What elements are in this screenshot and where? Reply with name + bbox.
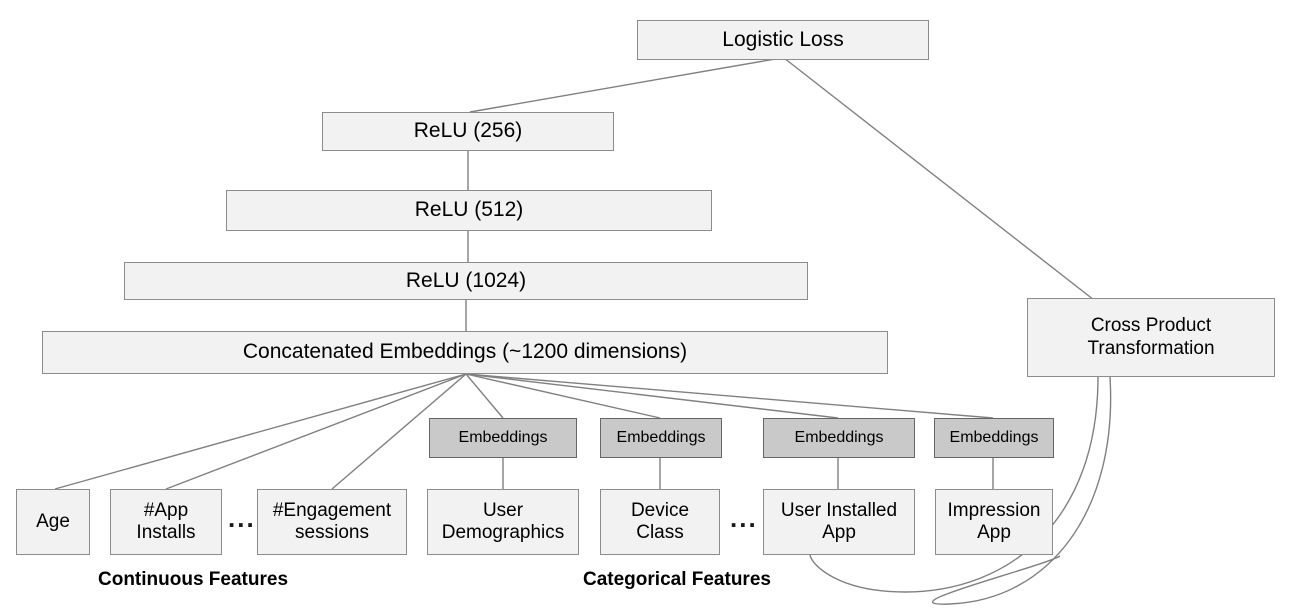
feature-box-age-label: Age <box>36 510 70 532</box>
embedding-box-device-class[interactable]: Embeddings <box>600 418 722 458</box>
feature-box-impression-app-line-1: Impression <box>947 499 1041 521</box>
feature-box-user-demographics-line-2: Demographics <box>441 522 565 543</box>
edge-concat-to-emb2 <box>465 373 661 419</box>
edge-concat-to-age <box>54 373 467 490</box>
node-relu-1024[interactable]: ReLU (1024) <box>124 262 808 300</box>
feature-box-engagement-line-2: sessions <box>295 522 369 543</box>
edge-concat-to-emb1 <box>465 373 504 419</box>
edge-concat-to-emb4 <box>465 373 994 419</box>
embedding-box-label: Embeddings <box>616 428 706 446</box>
node-cross-product-line-1: Cross Product <box>1090 315 1212 337</box>
feature-box-user-installed-app-line-2: App <box>822 522 856 543</box>
node-relu-256-label: ReLU (256) <box>413 119 523 143</box>
feature-box-user-demographics-line-1: User <box>482 499 524 521</box>
edge-concat-to-app-installs <box>165 373 467 490</box>
node-cross-product-line-2: Transformation <box>1087 337 1215 359</box>
feature-box-app-installs-line-1: #App <box>143 499 189 521</box>
node-relu-1024-label: ReLU (1024) <box>405 268 527 292</box>
embedding-box-impression-app[interactable]: Embeddings <box>934 418 1054 458</box>
continuous-ellipsis: ... <box>228 503 256 533</box>
edge-crossproduct-to-user-installed-app <box>809 376 1099 593</box>
node-logistic-loss-label: Logistic Loss <box>722 27 844 51</box>
feature-box-app-installs[interactable]: #App Installs <box>110 489 222 555</box>
feature-box-device-class[interactable]: Device Class <box>600 489 720 555</box>
feature-box-engagement-sessions[interactable]: #Engagement sessions <box>257 489 407 555</box>
feature-box-device-class-line-1: Device <box>630 499 690 521</box>
embedding-box-label: Embeddings <box>458 428 548 446</box>
node-relu-256[interactable]: ReLU (256) <box>322 112 614 151</box>
embedding-box-label: Embeddings <box>949 428 1039 446</box>
feature-box-impression-app-line-2: App <box>977 522 1011 543</box>
node-relu-512[interactable]: ReLU (512) <box>226 190 712 231</box>
node-concatenated-embeddings-label: Concatenated Embeddings (~1200 dimension… <box>242 340 688 364</box>
group-label-continuous-features: Continuous Features <box>98 569 289 590</box>
edge-loss-to-crossproduct <box>783 57 1095 301</box>
node-logistic-loss[interactable]: Logistic Loss <box>637 20 929 60</box>
node-cross-product-transformation[interactable]: Cross Product Transformation <box>1027 298 1275 377</box>
feature-box-user-installed-app[interactable]: User Installed App <box>763 489 915 555</box>
edge-loss-to-relu256 <box>469 57 782 113</box>
feature-box-age[interactable]: Age <box>16 489 90 555</box>
feature-box-user-demographics[interactable]: User Demographics <box>427 489 579 555</box>
node-concatenated-embeddings[interactable]: Concatenated Embeddings (~1200 dimension… <box>42 331 888 374</box>
embedding-box-user-demographics[interactable]: Embeddings <box>429 418 577 458</box>
feature-box-device-class-line-2: Class <box>636 522 684 543</box>
embedding-box-label: Embeddings <box>794 428 884 446</box>
embedding-box-user-installed-app[interactable]: Embeddings <box>763 418 915 458</box>
categorical-ellipsis: ... <box>730 503 758 533</box>
feature-box-app-installs-line-2: Installs <box>136 522 196 543</box>
edge-concat-to-emb3 <box>465 373 839 419</box>
feature-box-engagement-line-1: #Engagement <box>272 499 392 521</box>
node-relu-512-label: ReLU (512) <box>414 198 524 222</box>
group-label-categorical-features: Categorical Features <box>583 569 771 590</box>
feature-box-user-installed-app-line-1: User Installed <box>780 499 898 521</box>
feature-box-impression-app[interactable]: Impression App <box>935 489 1053 555</box>
